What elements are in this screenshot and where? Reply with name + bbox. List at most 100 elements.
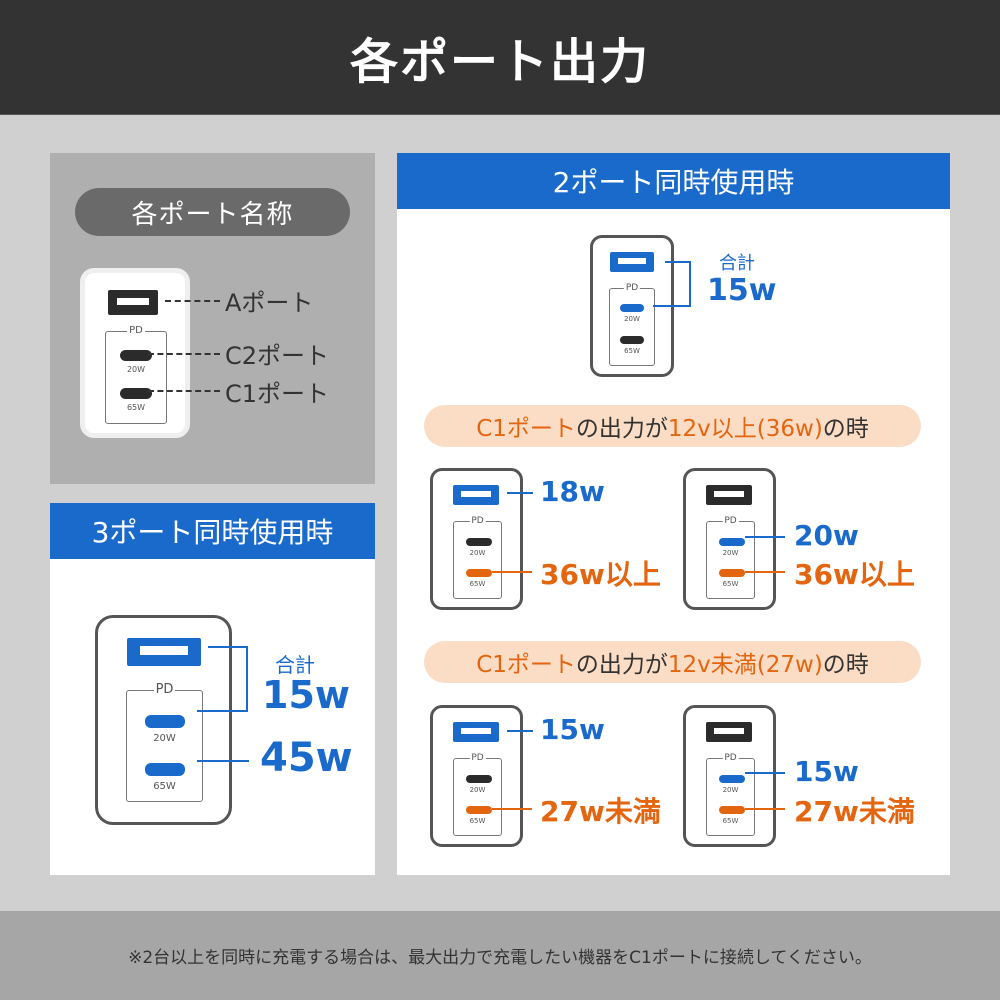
usb-c1-port-icon bbox=[120, 388, 152, 399]
pd-group: PD 20W 65W bbox=[453, 514, 502, 599]
usb-a-port-icon bbox=[108, 290, 158, 315]
banner-text: の出力が bbox=[575, 416, 668, 442]
pd-group: PD 20W 65W bbox=[126, 683, 203, 802]
pd-group: PD 20W 65W bbox=[706, 751, 755, 836]
usb-c2-port-icon bbox=[719, 775, 745, 783]
pd-label: PD bbox=[153, 682, 176, 697]
c1-port-connector bbox=[745, 571, 785, 573]
usb-c2-port-icon bbox=[120, 350, 152, 361]
banner-condition-text: 12v未満(27w) bbox=[667, 652, 823, 678]
c1-port-connector bbox=[492, 571, 532, 573]
a-port-leader bbox=[165, 300, 220, 302]
usb-a-port-icon bbox=[706, 722, 752, 742]
c2-port-leader bbox=[148, 353, 220, 355]
usb-c1-port-icon bbox=[466, 569, 492, 577]
footer-note: ※2台以上を同時に充電する場合は、最大出力で充電したい機器をC1ポートに接続して… bbox=[0, 911, 1000, 1000]
a-port-label: Aポート bbox=[225, 289, 314, 317]
a-port-value: 18w bbox=[540, 475, 605, 508]
pd-label: PD bbox=[722, 751, 739, 765]
banner-port-text: C1ポート bbox=[476, 416, 576, 442]
c1-port-connector bbox=[197, 760, 249, 762]
usb-c2-port-icon bbox=[466, 775, 492, 783]
usb-a-port-icon bbox=[706, 485, 752, 505]
c1-watt-label: 65W bbox=[624, 347, 640, 355]
c2-port-connector bbox=[745, 536, 785, 538]
pd-group: PD 20W 65W bbox=[105, 324, 167, 424]
c1-port-label: C1ポート bbox=[225, 380, 330, 408]
total-label: 合計 bbox=[275, 653, 315, 677]
c1-port-value: 36w以上 bbox=[540, 558, 661, 591]
banner-text: の時 bbox=[822, 416, 869, 442]
pd-label: PD bbox=[127, 324, 145, 338]
pd-group: PD 20W 65W bbox=[706, 514, 755, 599]
a-port-connector bbox=[507, 730, 533, 732]
banner-text: の出力が bbox=[575, 652, 668, 678]
page-title: 各ポート出力 bbox=[349, 34, 650, 90]
c1-watt-label: 65W bbox=[469, 580, 486, 588]
c2-port-connector bbox=[653, 305, 691, 307]
port-names-panel: 各ポート名称 PD 20W 65W Aポート C2ポート C1ポート bbox=[50, 153, 375, 484]
usb-c1-port-icon bbox=[466, 806, 492, 814]
c2-watt-label: 20W bbox=[469, 786, 486, 794]
usb-c1-port-icon bbox=[620, 336, 644, 344]
total-bracket bbox=[689, 261, 691, 307]
charger-diagram-hv-right: PD 20W 65W bbox=[683, 468, 776, 610]
footer-note-text: ※2台以上を同時に充電する場合は、最大出力で充電したい機器をC1ポートに接続して… bbox=[128, 948, 872, 968]
banner-condition-text: 12v以上(36w) bbox=[667, 416, 823, 442]
pd-group: PD 20W 65W bbox=[609, 281, 655, 366]
c1-port-leader bbox=[148, 390, 220, 392]
pd-label: PD bbox=[469, 751, 486, 765]
charger-diagram-lv-right: PD 20W 65W bbox=[683, 705, 776, 847]
charger-diagram: PD 20W 65W bbox=[95, 615, 232, 825]
c2-port-value: 15w bbox=[794, 755, 859, 788]
c1-watt-label: 65W bbox=[126, 403, 146, 412]
c1-watt-label: 65W bbox=[722, 817, 739, 825]
usb-a-port-icon bbox=[453, 722, 499, 742]
total-value: 15w bbox=[262, 673, 350, 717]
c1-watt-label: 65W bbox=[469, 817, 486, 825]
c1-watt-label: 65W bbox=[153, 781, 176, 792]
usb-c1-port-icon bbox=[719, 806, 745, 814]
usb-a-port-icon bbox=[610, 252, 654, 272]
pd-label: PD bbox=[722, 514, 739, 528]
c1-watt-label: 65W bbox=[722, 580, 739, 588]
three-port-title: 3ポート同時使用時 bbox=[50, 503, 375, 559]
usb-a-port-icon bbox=[453, 485, 499, 505]
c2-port-connector bbox=[197, 710, 248, 712]
a-port-connector bbox=[208, 646, 248, 648]
two-port-title: 2ポート同時使用時 bbox=[397, 153, 950, 209]
pd-label: PD bbox=[623, 281, 641, 295]
total-label: 合計 bbox=[719, 253, 755, 274]
charger-diagram-hv-left: PD 20W 65W bbox=[430, 468, 523, 610]
usb-c2-port-icon bbox=[145, 715, 185, 728]
c2-watt-label: 20W bbox=[722, 549, 739, 557]
c2-watt-label: 20W bbox=[153, 733, 176, 744]
c2-watt-label: 20W bbox=[126, 365, 146, 374]
usb-c2-port-icon bbox=[620, 304, 644, 312]
a-port-connector bbox=[507, 492, 533, 494]
charger-diagram: PD 20W 65W bbox=[590, 235, 674, 377]
usb-c2-port-icon bbox=[466, 538, 492, 546]
usb-a-port-icon bbox=[127, 638, 201, 666]
c2-watt-label: 20W bbox=[469, 549, 486, 557]
a-port-value: 15w bbox=[540, 713, 605, 746]
a-port-connector bbox=[665, 261, 691, 263]
total-value: 15w bbox=[707, 273, 777, 308]
three-port-panel: 3ポート同時使用時 PD 20W 65W 合計 15w 45w bbox=[50, 503, 375, 875]
c2-port-label: C2ポート bbox=[225, 342, 330, 370]
c2-watt-label: 20W bbox=[624, 315, 640, 323]
c1-port-value: 27w未満 bbox=[540, 795, 661, 828]
banner-text: の時 bbox=[822, 652, 869, 678]
pd-group: PD 20W 65W bbox=[453, 751, 502, 836]
page-header: 各ポート出力 bbox=[0, 0, 1000, 115]
banner-port-text: C1ポート bbox=[476, 652, 576, 678]
c1-port-value: 36w以上 bbox=[794, 558, 915, 591]
c1-value: 45w bbox=[260, 735, 353, 781]
c1-port-connector bbox=[745, 808, 785, 810]
c2-port-value: 20w bbox=[794, 519, 859, 552]
pd-label: PD bbox=[469, 514, 486, 528]
c1-port-connector bbox=[492, 808, 532, 810]
